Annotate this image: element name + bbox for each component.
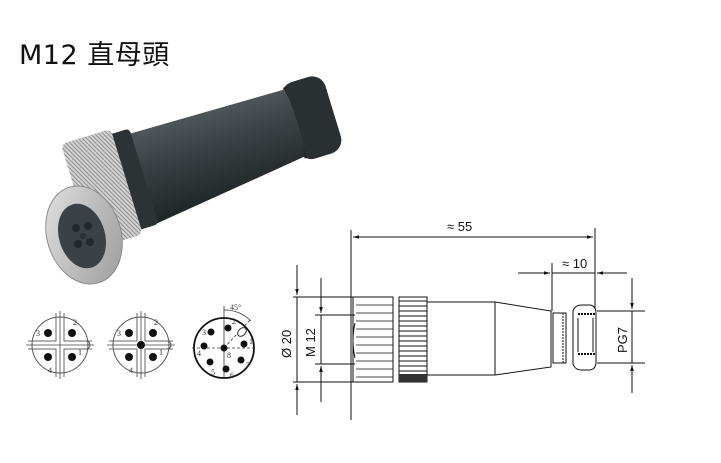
svg-text:8: 8 [227,351,231,360]
pin-layout-5-pin: 1 2 3 4 [107,311,175,379]
svg-text:1: 1 [78,348,82,357]
dim-thread-label: M 12 [303,328,318,357]
svg-text:5: 5 [211,368,215,377]
grip-ring [109,129,158,230]
dim-pg7-label: PG7 [615,327,630,353]
connector-body [121,89,306,228]
svg-text:2: 2 [73,318,77,327]
pin-layout-8-pin: 45° 1 2 3 4 5 6 7 8 [192,303,256,380]
dim-diameter-label: Ø 20 [279,330,294,358]
page-title: M12 直母頭 [19,40,170,71]
dim-gland-length-label: ≈ 10 [562,256,587,271]
technical-drawing [293,228,645,420]
product-photo [45,76,342,285]
svg-text:1: 1 [249,337,253,346]
svg-text:2: 2 [232,317,236,326]
svg-text:3: 3 [117,329,121,338]
coupling-nut [62,130,142,248]
svg-text:1: 1 [159,348,163,357]
svg-text:4: 4 [197,349,201,358]
center-pin [137,341,145,349]
svg-text:2: 2 [154,318,158,327]
svg-text:4: 4 [129,366,133,375]
svg-text:6: 6 [230,371,234,380]
svg-text:45°: 45° [230,303,241,312]
svg-text:7: 7 [246,361,250,370]
svg-text:3: 3 [36,329,40,338]
pin-layout-4-pin: 1 2 3 4 [26,311,94,379]
svg-text:4: 4 [48,366,52,375]
svg-text:3: 3 [202,328,206,337]
dim-length-label: ≈ 55 [447,219,472,234]
